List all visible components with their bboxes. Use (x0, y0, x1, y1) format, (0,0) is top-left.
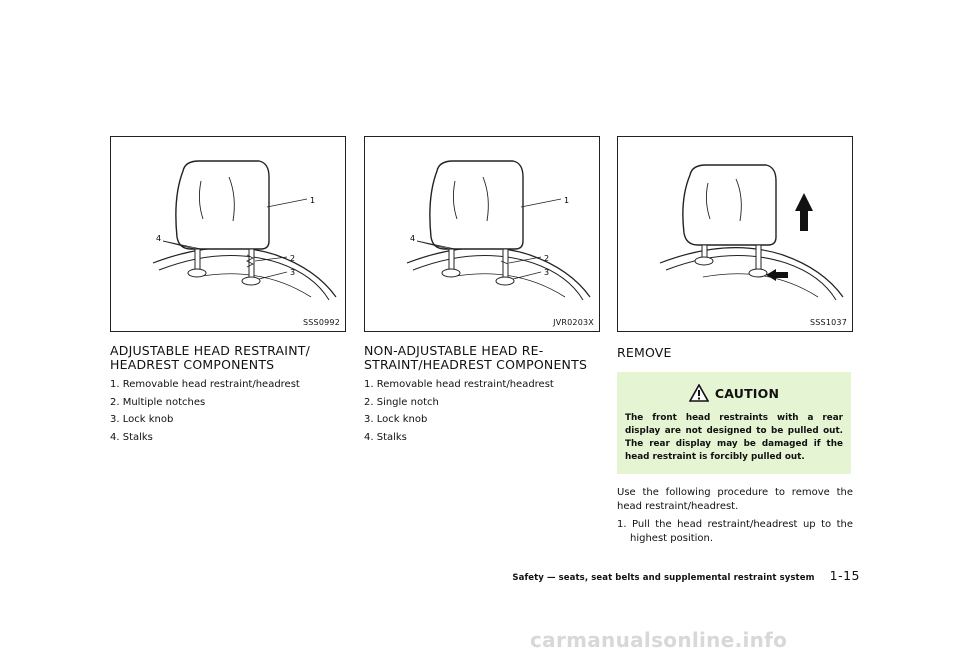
head-restraint-illustration: 1 2 3 4 (406, 160, 591, 301)
column-adjustable: 1 2 3 4 SSS0992 ADJUSTABLE HEAD RESTRAIN… (110, 136, 346, 446)
callout-4: 4 (410, 234, 415, 243)
column-remove: SSS1037 REMOVE CAUTION The front head re… (617, 136, 853, 546)
callout-2: 2 (290, 254, 295, 263)
callout-3: 3 (544, 268, 549, 277)
list-item: 4. Stalks (110, 431, 153, 443)
caution-title: CAUTION (714, 385, 780, 401)
section-heading: NON-ADJUSTABLE HEAD RE- STRAINT/HEADREST… (364, 344, 600, 372)
head-restraint-illustration (659, 164, 844, 301)
figure-adjustable-head-restraint: 1 2 3 4 SSS0992 (110, 136, 346, 332)
list-item: 1. Removable head restraint/headrest (110, 379, 300, 390)
list-item: 2. Single notch (364, 396, 439, 408)
heading-line-1: ADJUSTABLE HEAD RESTRAINT/ (110, 343, 310, 358)
arrow-up-icon (795, 193, 813, 231)
callout-2: 2 (544, 254, 549, 263)
page-number: 1-15 (829, 568, 860, 583)
heading-line-1: NON-ADJUSTABLE HEAD RE- (364, 343, 544, 358)
caution-box: CAUTION The front head restraints with a… (617, 372, 851, 474)
head-restraint-illustration: 1 2 3 4 (152, 160, 337, 301)
callout-3: 3 (290, 268, 295, 277)
arrow-left-icon (766, 269, 788, 281)
figure-code: SSS1037 (810, 318, 847, 327)
list-item: 4. Stalks (364, 431, 407, 443)
heading-line-2: STRAINT/HEADREST COMPONENTS (364, 357, 588, 372)
list-item: 1. Removable head restraint/headrest (364, 379, 554, 390)
list-item: 2. Multiple notches (110, 396, 206, 408)
page-footer: Safety — seats, seat belts and supplemen… (470, 565, 860, 584)
caution-text: The front head restraints with a rear di… (625, 413, 843, 462)
callout-1: 1 (564, 196, 569, 205)
figure-non-adjustable-head-restraint: 1 2 3 4 JVR0203X (364, 136, 600, 332)
list-item: 3. Lock knob (110, 414, 174, 425)
warning-triangle-icon (688, 384, 709, 402)
heading-line-2: HEADREST COMPONENTS (110, 357, 275, 372)
callout-4: 4 (156, 234, 161, 243)
section-heading: ADJUSTABLE HEAD RESTRAINT/ HEADREST COMP… (110, 344, 346, 372)
list-item: 3. Lock knob (364, 414, 428, 425)
procedure-intro: Use the following procedure to remove th… (617, 487, 853, 512)
callout-1: 1 (310, 196, 315, 205)
procedure-step-1: 1. Pull the head restraint/headrest up t… (617, 519, 853, 544)
footer-section-title: Safety — seats, seat belts and supplemen… (512, 573, 815, 583)
caution-header: CAUTION (617, 372, 851, 404)
section-heading: REMOVE (617, 345, 672, 360)
components-list: 1. Removable head restraint/headrest 2. … (110, 376, 346, 446)
column-non-adjustable: 1 2 3 4 JVR0203X NON-ADJUSTABLE HEAD RE-… (364, 136, 600, 446)
figure-code: JVR0203X (553, 318, 594, 327)
components-list: 1. Removable head restraint/headrest 2. … (364, 376, 600, 446)
watermark: carmanualsonline.info (530, 628, 788, 652)
figure-remove-head-restraint: SSS1037 (617, 136, 853, 332)
figure-code: SSS0992 (303, 318, 340, 327)
